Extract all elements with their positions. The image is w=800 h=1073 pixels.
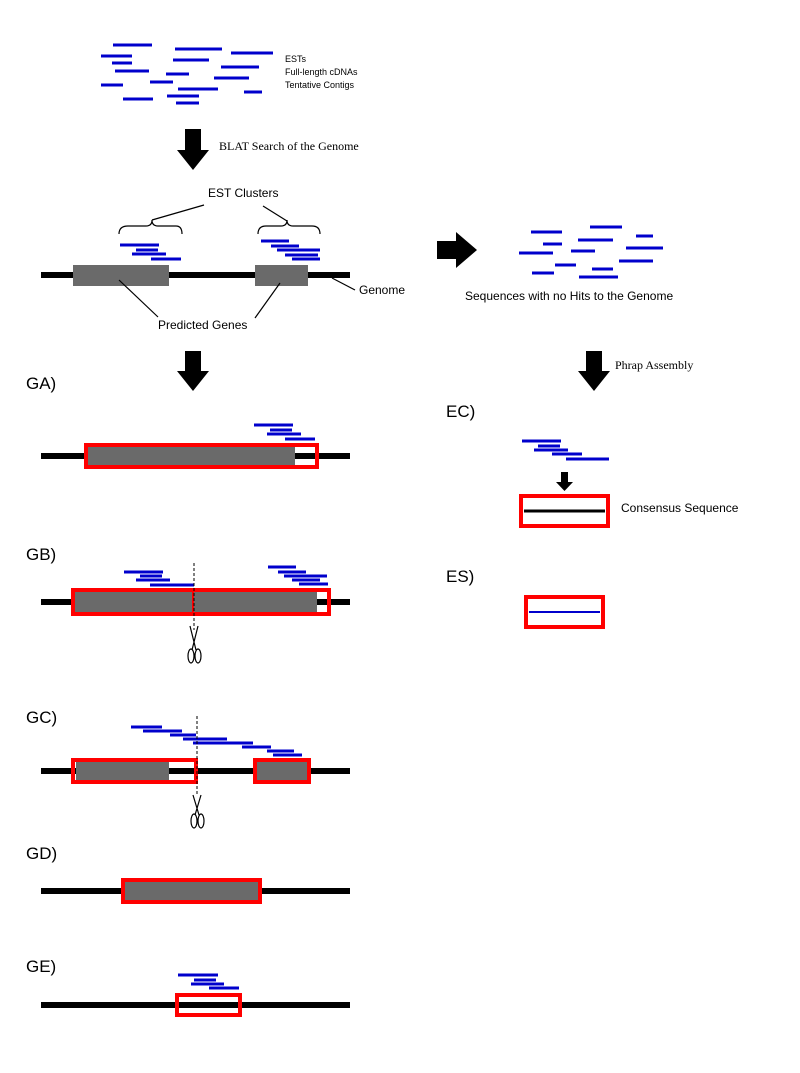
scissors-icon [187, 625, 202, 664]
step-phrap-label: Phrap Assembly [615, 358, 693, 372]
gene-model-box [84, 443, 319, 469]
predicted-gene [125, 881, 258, 901]
pointer-line [262, 205, 288, 222]
est-clusters-label: EST Clusters [208, 186, 278, 200]
panel-label-gd: GD) [26, 844, 57, 863]
est-cluster [254, 423, 315, 441]
pointer-line [151, 204, 205, 221]
panel-label-ec: EC) [446, 402, 475, 421]
panel-label-es: ES) [446, 567, 474, 586]
legend-full-length-cdnas: Full-length cDNAs [285, 67, 358, 77]
predicted-gene [257, 762, 307, 780]
panel-label-gc: GC) [26, 708, 57, 727]
est-cluster-left [120, 243, 181, 261]
gene-model-box [121, 878, 262, 904]
gene-model-box [71, 758, 198, 784]
pointer-line [331, 277, 356, 291]
consensus-label: Consensus Sequence [621, 501, 739, 515]
scissors-icon [190, 794, 205, 829]
est-cluster [522, 439, 609, 461]
pointer-line [254, 282, 281, 319]
panel-label-ga: GA) [26, 374, 56, 393]
predicted-gene [76, 762, 169, 780]
est-cluster [124, 565, 328, 587]
arrow-down-icon [556, 472, 573, 491]
predicted-gene [255, 265, 308, 286]
est-cluster-right [261, 239, 320, 261]
gene-model-box [253, 758, 311, 784]
est-cluster [178, 973, 239, 990]
curly-brace-icon [118, 219, 183, 235]
gene-model-box [175, 993, 242, 1017]
predicted-genes-label: Predicted Genes [158, 318, 247, 332]
predicted-gene [88, 447, 295, 465]
arrow-right-icon [437, 232, 477, 268]
predicted-gene [73, 265, 169, 286]
arrow-down-icon [578, 351, 610, 391]
no-hit-sequences [519, 225, 663, 279]
no-hits-label: Sequences with no Hits to the Genome [465, 289, 673, 303]
curly-brace-icon [257, 219, 321, 235]
est-cluster [131, 725, 302, 757]
step-blat-label: BLAT Search of the Genome [219, 139, 359, 153]
legend-ests: ESTs [285, 54, 307, 64]
panel-label-ge: GE) [26, 957, 56, 976]
predicted-gene [74, 592, 317, 612]
arrow-down-icon [177, 129, 209, 170]
legend-tentative-contigs: Tentative Contigs [285, 80, 355, 90]
gene-model-box [71, 588, 331, 616]
input-sequences [101, 43, 273, 105]
panel-label-gb: GB) [26, 545, 56, 564]
genome-line [41, 1002, 350, 1008]
arrow-down-icon [177, 351, 209, 391]
genome-line [41, 272, 350, 278]
genome-label: Genome [359, 283, 405, 297]
pointer-line [118, 279, 159, 318]
